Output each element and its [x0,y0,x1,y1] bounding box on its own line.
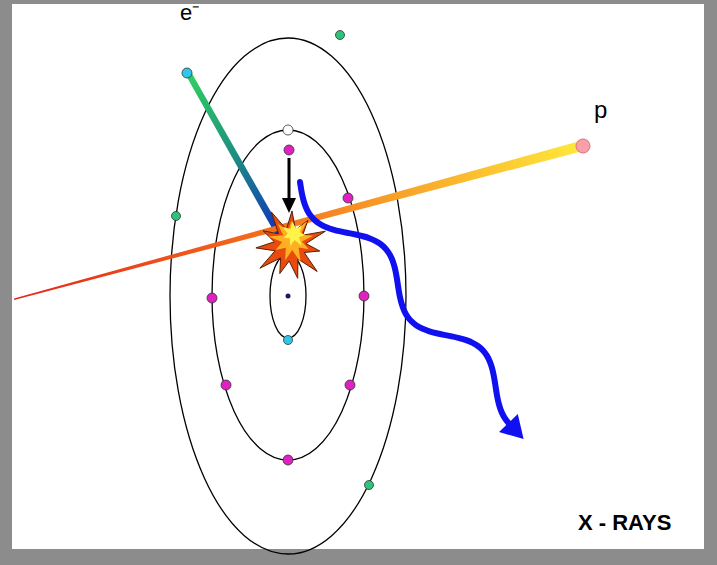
incoming-electron [182,68,192,78]
xray-arrowhead [499,414,524,439]
electrons [172,31,374,490]
burst-core [282,222,305,246]
transition-arrow [288,158,291,200]
radiation-label: X - RAYS [578,512,671,534]
xray-wave [300,182,508,423]
middle-orbit [212,130,364,460]
inner-orbit [270,254,306,338]
burst-middle [268,221,313,263]
incoming-proton [576,139,590,153]
outer-orbit [170,38,406,554]
orbits [170,38,406,554]
white-ground [12,4,704,549]
particle-label: p [594,98,607,122]
nucleus [286,294,291,299]
particle-label: e⁻ [180,2,199,24]
proton-beam [14,141,583,300]
electron-track [184,70,283,237]
transition-arrowhead [282,198,296,213]
